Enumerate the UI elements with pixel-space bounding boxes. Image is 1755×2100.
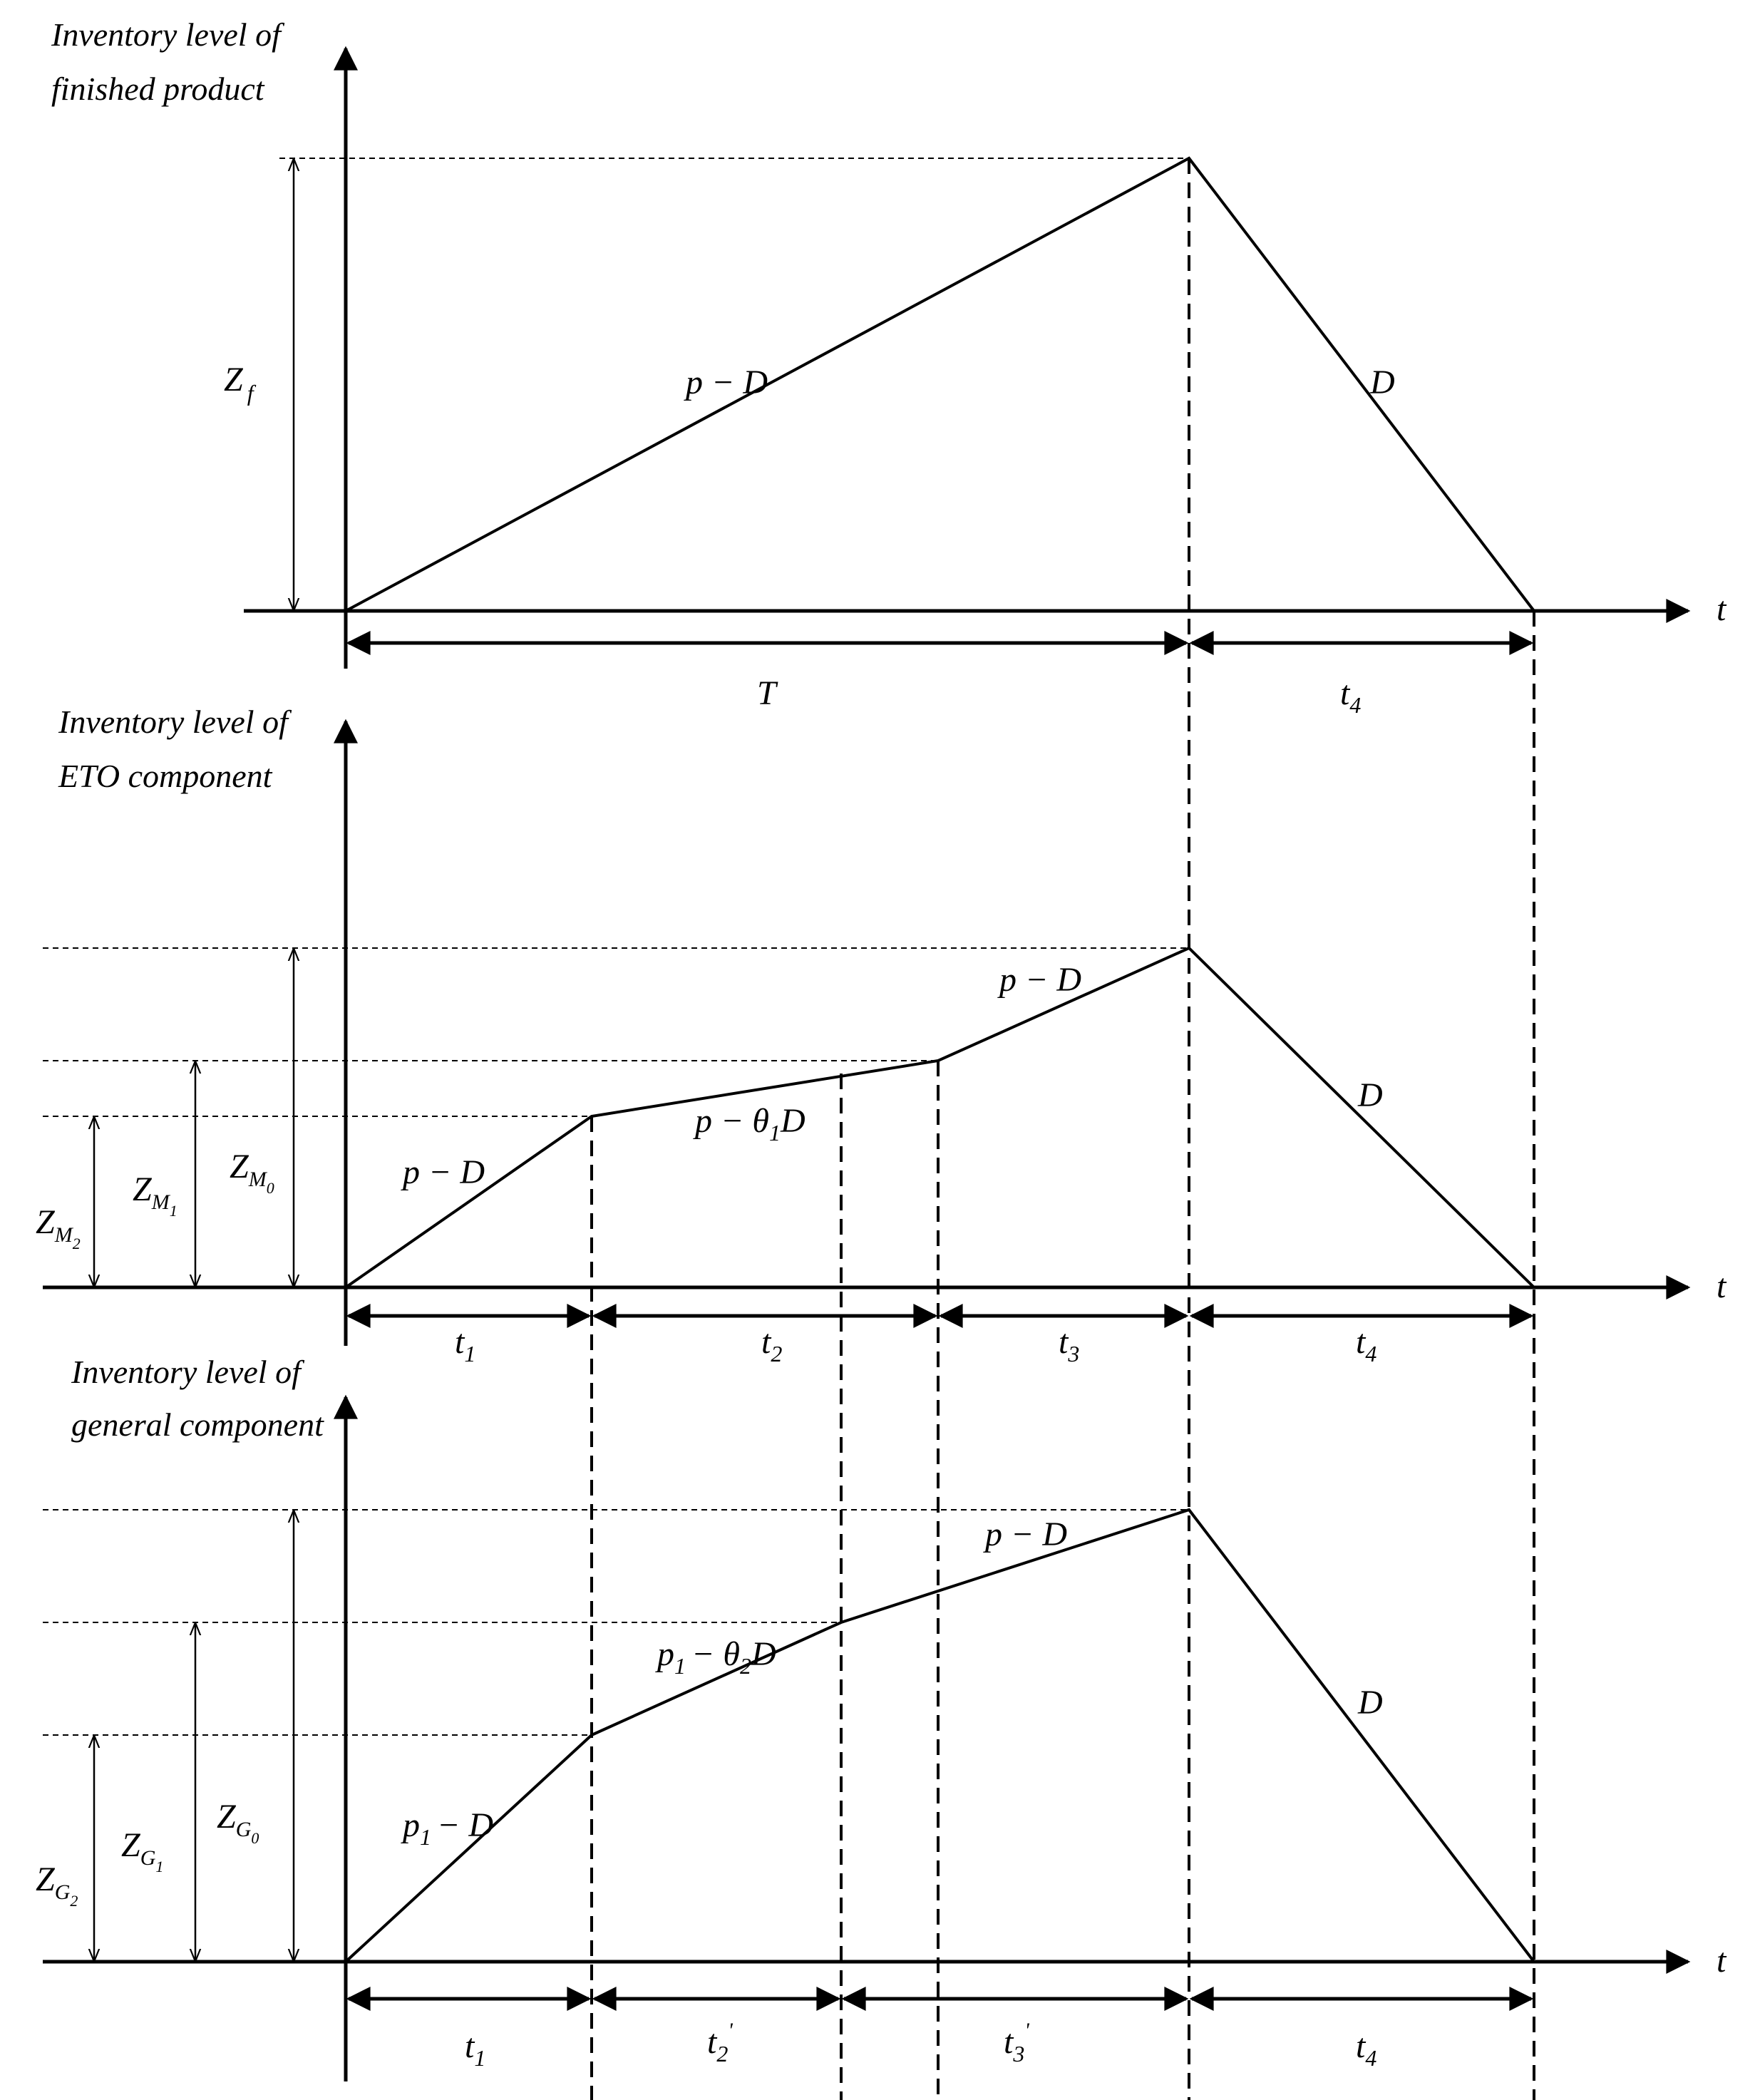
panel3-slope-label-4: D bbox=[1357, 1684, 1383, 1721]
panel2-slope-label-2: p − θ1D bbox=[693, 1102, 806, 1146]
panel-general-component: Inventory level of general component t Z… bbox=[36, 1354, 1727, 2081]
panel1-slope-label-build: p − D bbox=[684, 364, 768, 401]
panel3-title-line2: general component bbox=[71, 1406, 324, 1443]
panel3-zg2-label: ZG2 bbox=[36, 1860, 78, 1910]
panel2-slope-label-1: p − D bbox=[401, 1153, 485, 1191]
panel2-title-line1: Inventory level of bbox=[58, 704, 292, 740]
panel2-inventory-curve bbox=[344, 946, 1535, 1289]
panel2-interval-t4: t4 bbox=[1356, 1323, 1376, 1366]
panel1-axis-label-t: t bbox=[1717, 590, 1727, 628]
panel2-interval-t3: t3 bbox=[1059, 1323, 1079, 1366]
panel3-zg1-label: ZG1 bbox=[121, 1826, 163, 1875]
panel3-slope-label-1: p1− D bbox=[401, 1806, 493, 1850]
panel1-interval-T: T bbox=[757, 674, 778, 712]
panel3-slope-label-3: p − D bbox=[983, 1515, 1067, 1553]
panel1-title-line1: Inventory level of bbox=[51, 16, 285, 53]
panel3-zg0-label: ZG0 bbox=[217, 1798, 259, 1847]
panel1-slope-label-deplete: D bbox=[1369, 364, 1395, 401]
panel2-axis-label-t: t bbox=[1717, 1267, 1727, 1305]
panel1-title-line2: finished product bbox=[51, 71, 265, 107]
panel3-axis-label-t: t bbox=[1717, 1942, 1727, 1980]
panel3-interval-t1: t1 bbox=[465, 2027, 485, 2071]
panel3-interval-t4: t4 bbox=[1356, 2027, 1376, 2071]
panel2-slope-label-3: p − D bbox=[997, 961, 1081, 999]
panel2-slope-label-4: D bbox=[1357, 1076, 1383, 1114]
panel3-interval-t2p: t2' bbox=[707, 2019, 733, 2066]
panel2-zm1-label: ZM1 bbox=[133, 1170, 177, 1220]
panel3-title-line1: Inventory level of bbox=[71, 1354, 305, 1390]
panel-eto-component: Inventory level of ETO component t ZM0 Z… bbox=[36, 704, 1727, 1366]
panel1-interval-t4: t4 bbox=[1340, 674, 1361, 718]
panel3-interval-t3p: t3' bbox=[1004, 2019, 1029, 2066]
panel2-interval-t2: t2 bbox=[761, 1323, 782, 1366]
panel2-zm2-label: ZM2 bbox=[36, 1203, 81, 1252]
panel3-slope-label-2: p1− θ2D bbox=[655, 1635, 776, 1679]
panel1-inventory-curve bbox=[345, 156, 1535, 612]
panel2-title-line2: ETO component bbox=[58, 758, 273, 794]
panel2-interval-t1: t1 bbox=[455, 1323, 475, 1366]
vertical-guide-lines bbox=[590, 158, 1535, 2100]
panel2-zm0-label: ZM0 bbox=[230, 1148, 274, 1197]
